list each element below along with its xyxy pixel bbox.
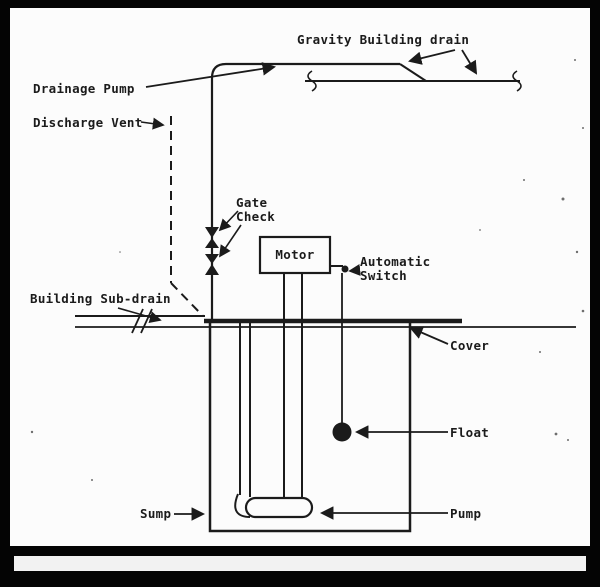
- pipe-break-left: [307, 70, 317, 92]
- paper: [10, 8, 590, 546]
- float-ball-icon: [332, 422, 352, 442]
- gravity-drain-arrow-left: [408, 49, 456, 65]
- pipe-break-right: [512, 70, 522, 92]
- gate-arrow: [218, 210, 239, 232]
- switch-knob-icon: [341, 265, 349, 273]
- switch-arrow: [348, 264, 361, 276]
- drainage-pump-arrow: [145, 62, 277, 88]
- sump-walls: [208, 321, 412, 533]
- check-arrow: [218, 224, 242, 258]
- check-label: Check: [236, 209, 275, 224]
- motor-shaft-lines: [283, 273, 303, 498]
- gravity-drain-arrow-right: [461, 49, 478, 75]
- discharge-pipe: [210, 62, 400, 322]
- pump-body: [244, 496, 314, 519]
- drainage-pump-label: Drainage Pump: [33, 81, 135, 96]
- pump-elbow: [234, 493, 251, 518]
- drain-offset-pipe: [399, 63, 427, 82]
- motor-label: Motor: [275, 247, 314, 262]
- pump-discharge-pipe: [239, 322, 251, 497]
- gate-valve-icon: [205, 227, 219, 248]
- building-sub-drain-arrow: [117, 307, 162, 323]
- sump-label: Sump: [140, 506, 171, 521]
- cover-label: Cover: [450, 338, 489, 353]
- float-label: Float: [450, 425, 489, 440]
- switch-label: Switch: [360, 268, 407, 283]
- gate-label: Gate: [236, 195, 267, 210]
- pump-label: Pump: [450, 506, 481, 521]
- vent-dashed-diagonal: [170, 282, 204, 317]
- automatic-label: Automatic: [360, 254, 430, 269]
- cover-arrow: [409, 326, 449, 345]
- gravity-building-drain-label: Gravity Building drain: [297, 32, 469, 47]
- motor-box: [258, 235, 332, 275]
- discharge-vent-arrow: [140, 117, 165, 130]
- check-valve-icon: [205, 254, 219, 275]
- discharge-vent-label: Discharge Vent: [33, 115, 143, 130]
- scan-artifacts: [30, 59, 585, 481]
- building-sub-drain-label: Building Sub-drain: [30, 291, 171, 306]
- paper-bottom-strip: [14, 556, 586, 571]
